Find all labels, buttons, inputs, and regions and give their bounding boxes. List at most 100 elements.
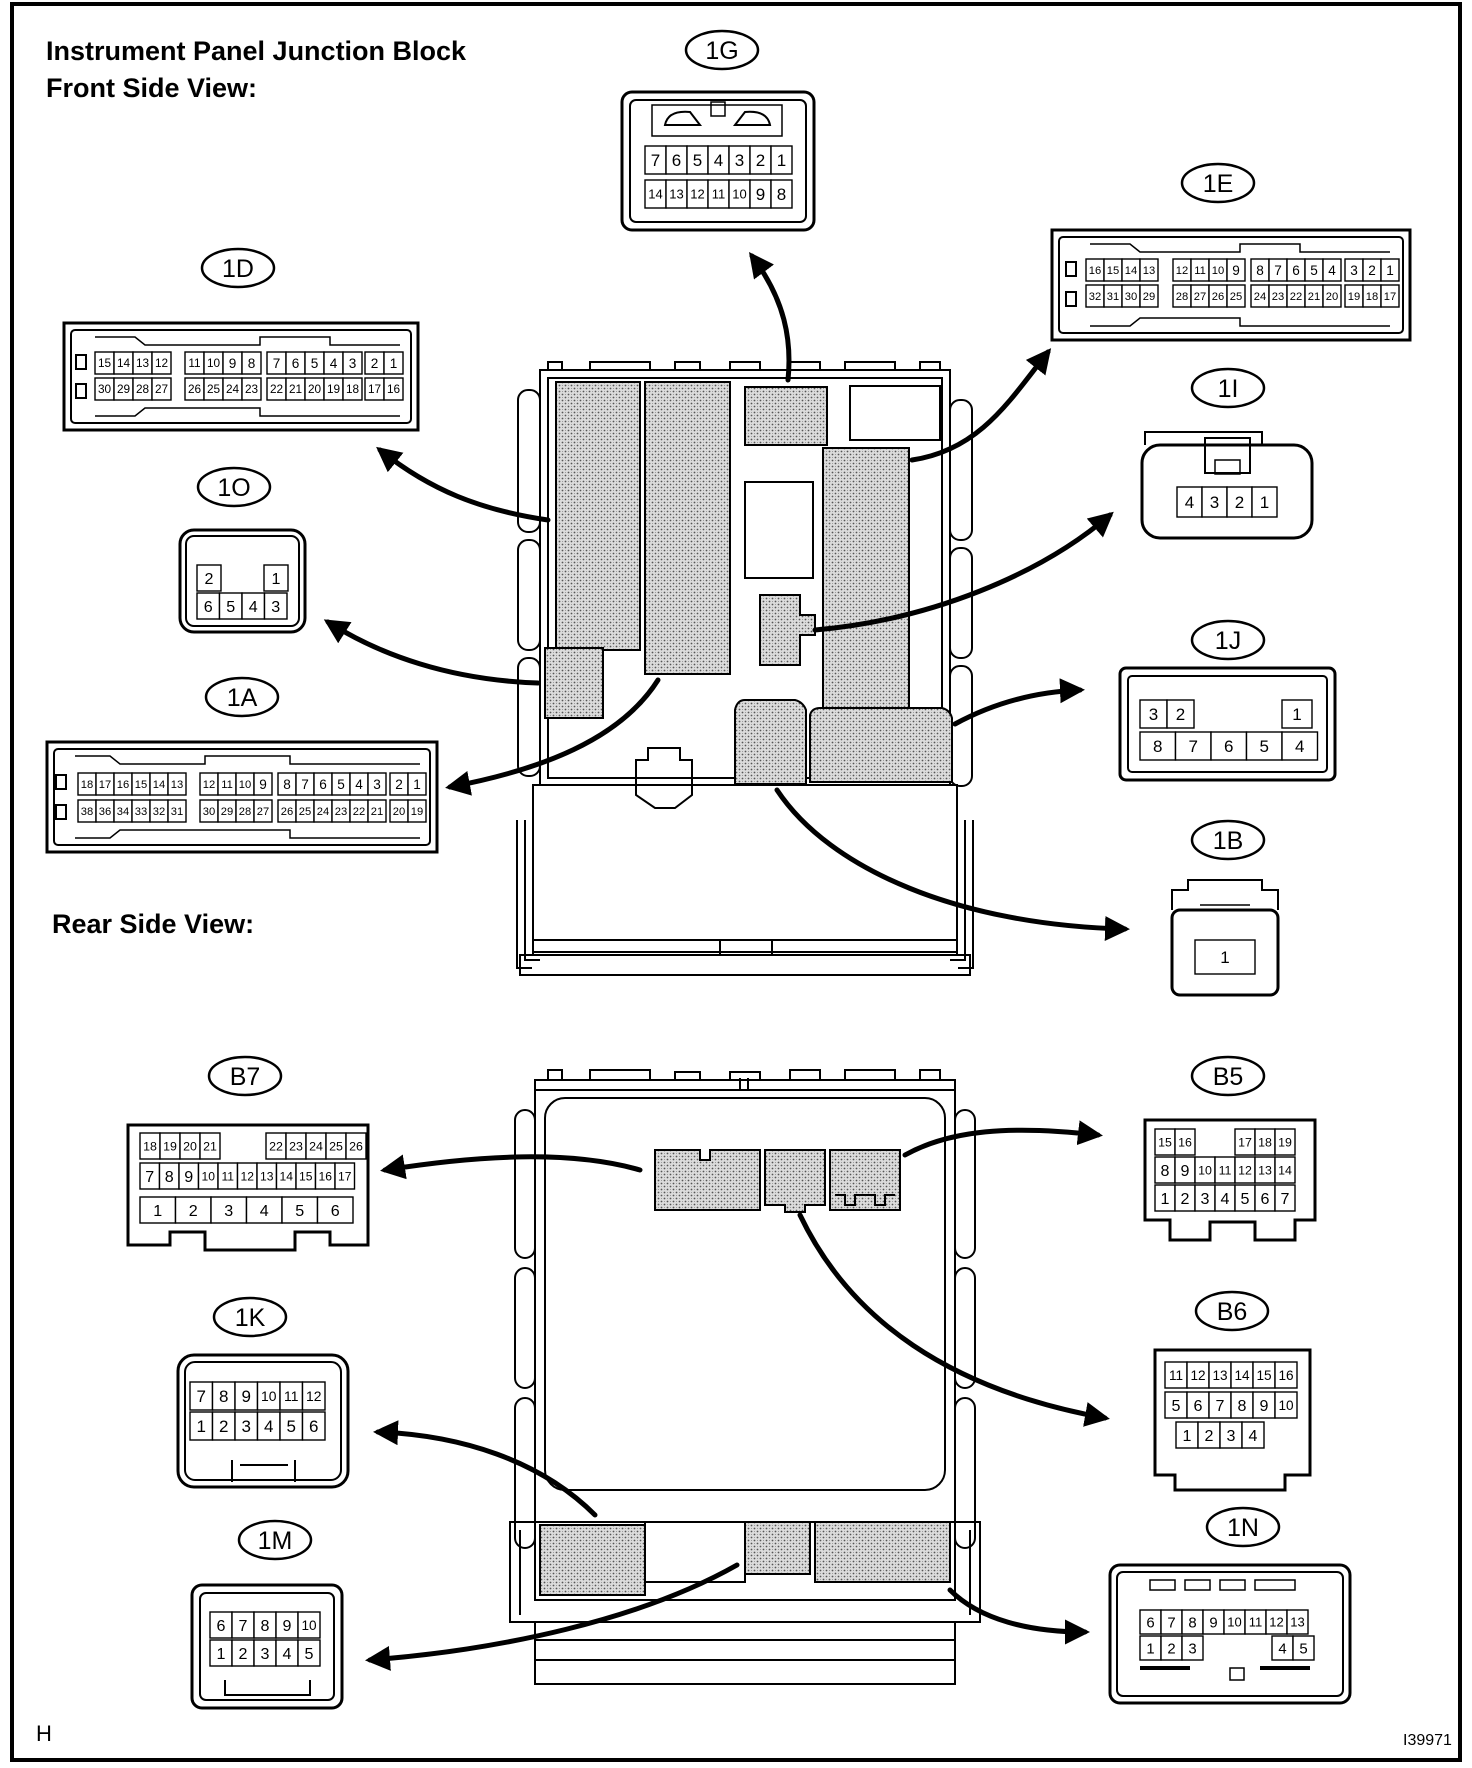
corner-letter: H — [36, 1721, 52, 1746]
terminal-number: 20 — [1326, 291, 1338, 303]
terminal-number: 13 — [171, 779, 183, 791]
terminal-cell — [241, 377, 262, 401]
terminal-number: 5 — [305, 1645, 314, 1663]
terminal-number: 7 — [1167, 1615, 1175, 1631]
terminal-number: 1 — [197, 1417, 206, 1436]
arrow-1D — [376, 446, 551, 523]
terminal-number: 26 — [281, 806, 293, 818]
terminal-cell — [1251, 486, 1278, 518]
terminal-number: 10 — [239, 779, 251, 791]
terminal-number: 4 — [260, 1202, 269, 1220]
arrow-1M — [365, 1562, 740, 1671]
terminal-number: 4 — [264, 1417, 273, 1436]
arrow-1J — [952, 678, 1085, 727]
terminal-cell — [334, 1162, 356, 1190]
terminal-number: 1 — [272, 570, 281, 588]
terminal-number: 24 — [309, 1139, 323, 1153]
terminal-number: 31 — [1107, 291, 1119, 303]
terminal-number: 10 — [1212, 265, 1224, 277]
terminal-number: 3 — [735, 151, 744, 170]
terminal-number: 29 — [221, 806, 233, 818]
terminal-cell — [383, 377, 404, 401]
arrow-1N — [947, 1587, 1090, 1645]
terminal-number: 11 — [221, 1169, 234, 1183]
terminal-number: 6 — [1224, 737, 1233, 756]
terminal-number: 22 — [353, 806, 365, 818]
svg-text:1J: 1J — [1215, 627, 1241, 655]
terminal-cell — [1274, 1156, 1296, 1184]
terminal-number: 7 — [239, 1617, 248, 1635]
rear-block-shaded-areas — [539, 1149, 951, 1596]
terminal-number: 7 — [1281, 1190, 1290, 1208]
terminal-number: 20 — [183, 1139, 197, 1153]
terminal-number: 16 — [387, 382, 401, 396]
terminal-number: 33 — [135, 806, 147, 818]
terminal-number: 24 — [317, 806, 329, 818]
connector-label-1e: 1E — [1180, 162, 1256, 204]
terminal-number: 5 — [1172, 1397, 1181, 1415]
terminal-number: 4 — [355, 777, 363, 792]
terminal-number: 26 — [349, 1139, 363, 1153]
terminal-number: 5 — [226, 598, 235, 616]
terminal-number: 1 — [217, 1645, 226, 1663]
terminal-number: 24 — [1254, 291, 1266, 303]
terminal-number: 13 — [1258, 1163, 1272, 1177]
terminal-number: 29 — [117, 382, 130, 396]
terminal-number: 12 — [155, 356, 168, 370]
terminal-number: 7 — [651, 151, 660, 170]
connector-label-1o: 1O — [196, 466, 272, 508]
terminal-number: 16 — [1178, 1135, 1192, 1149]
svg-text:1M: 1M — [258, 1527, 293, 1555]
terminal-number: 8 — [165, 1168, 174, 1186]
terminal-number: 28 — [136, 382, 150, 396]
terminal-cell — [1139, 699, 1168, 729]
terminal-number: 11 — [1169, 1368, 1183, 1383]
terminal-number: 4 — [1249, 1427, 1258, 1445]
terminal-number: 8 — [283, 777, 291, 792]
terminal-number: 9 — [756, 185, 765, 204]
terminal-number: 32 — [1089, 291, 1101, 303]
terminal-number: 7 — [1189, 737, 1198, 756]
terminal-number: 18 — [346, 382, 360, 396]
terminal-number: 27 — [155, 382, 168, 396]
terminal-number: 17 — [1384, 291, 1396, 303]
terminal-number: 2 — [1176, 705, 1185, 724]
terminal-number: 31 — [171, 806, 183, 818]
terminal-number: 9 — [229, 356, 237, 371]
terminal-number: 14 — [1278, 1163, 1292, 1177]
arrow-1I — [812, 511, 1114, 633]
terminal-number: 3 — [1201, 1190, 1210, 1208]
terminal-cell — [1274, 1391, 1298, 1419]
terminal-number: 5 — [1310, 263, 1318, 278]
terminal-number: 22 — [1290, 291, 1302, 303]
terminal-number: 11 — [221, 779, 233, 791]
terminal-number: 4 — [330, 356, 338, 371]
terminal-number: 2 — [189, 1202, 198, 1220]
terminal-number: 20 — [393, 806, 405, 818]
terminal-number: 23 — [335, 806, 347, 818]
figure-id: I39971 — [1403, 1732, 1452, 1749]
connector-label-1j: 1J — [1190, 619, 1266, 661]
terminal-cell — [770, 145, 793, 175]
terminal-number: 1 — [413, 777, 421, 792]
connector-label-1d: 1D — [200, 247, 276, 289]
terminal-number: 27 — [257, 806, 269, 818]
connector-label-1k: 1K — [212, 1296, 288, 1338]
terminal-cell — [1380, 284, 1400, 308]
terminal-number: 4 — [283, 1645, 292, 1663]
terminal-cell — [770, 179, 793, 209]
terminal-number: 1 — [1220, 948, 1229, 967]
terminal-number: 15 — [1256, 1368, 1271, 1383]
terminal-number: 21 — [289, 382, 302, 396]
terminal-number: 12 — [306, 1388, 322, 1404]
terminal-number: 30 — [1125, 291, 1137, 303]
terminal-cell — [174, 1196, 212, 1224]
arrow-1G — [749, 251, 792, 383]
terminal-number: 1 — [390, 356, 398, 371]
title-line-2: Front Side View: — [46, 73, 258, 103]
svg-text:B5: B5 — [1213, 1063, 1244, 1091]
